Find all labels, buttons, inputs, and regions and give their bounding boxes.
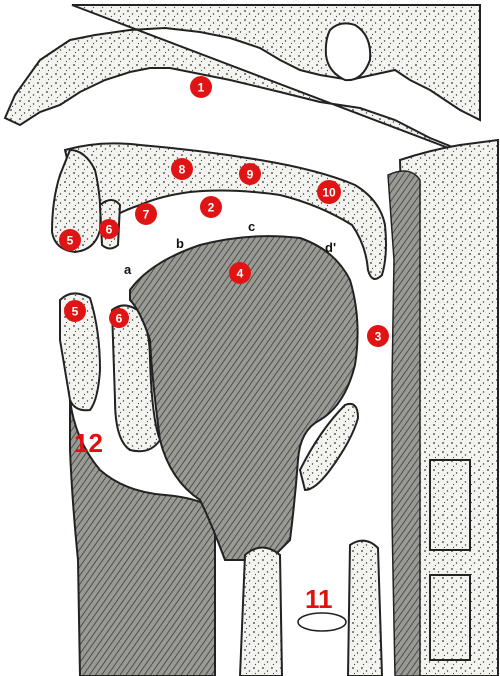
- pharynx-wall: [388, 171, 420, 676]
- svg-text:5: 5: [72, 305, 79, 319]
- svg-text:5: 5: [67, 234, 74, 248]
- marker-9: 9: [239, 163, 261, 185]
- marker-5: 5: [64, 300, 86, 322]
- label-11: 11: [305, 584, 333, 614]
- marker-1: 1: [190, 76, 212, 98]
- svg-text:7: 7: [143, 208, 150, 222]
- label-12: 12: [74, 428, 103, 458]
- svg-text:6: 6: [106, 223, 113, 237]
- marker-6: 6: [109, 308, 129, 328]
- vertebra: [430, 460, 470, 550]
- sinus-cavity: [326, 23, 370, 80]
- svg-text:10: 10: [322, 186, 336, 200]
- svg-text:6: 6: [116, 312, 123, 326]
- marker-8: 8: [171, 158, 193, 180]
- glottis: [298, 613, 346, 631]
- svg-text:9: 9: [247, 168, 254, 182]
- tongue-point-a: a: [124, 262, 132, 277]
- svg-text:2: 2: [208, 201, 215, 215]
- marker-6: 6: [99, 219, 119, 239]
- marker-2: 2: [200, 196, 222, 218]
- tongue-point-b: b: [176, 236, 184, 251]
- skull-roof: [5, 5, 480, 160]
- marker-3: 3: [367, 325, 389, 347]
- svg-text:3: 3: [375, 330, 382, 344]
- esophagus: [348, 541, 382, 676]
- tongue-point-d: d': [325, 240, 336, 255]
- tongue-point-c: c: [248, 219, 255, 234]
- marker-7: 7: [135, 203, 157, 225]
- vertebra: [430, 575, 470, 660]
- larynx: [240, 548, 282, 676]
- svg-text:1: 1: [198, 81, 205, 95]
- svg-text:4: 4: [237, 267, 244, 281]
- marker-4: 4: [229, 262, 251, 284]
- svg-text:8: 8: [179, 163, 186, 177]
- marker-10: 10: [317, 180, 341, 204]
- marker-5: 5: [59, 229, 81, 251]
